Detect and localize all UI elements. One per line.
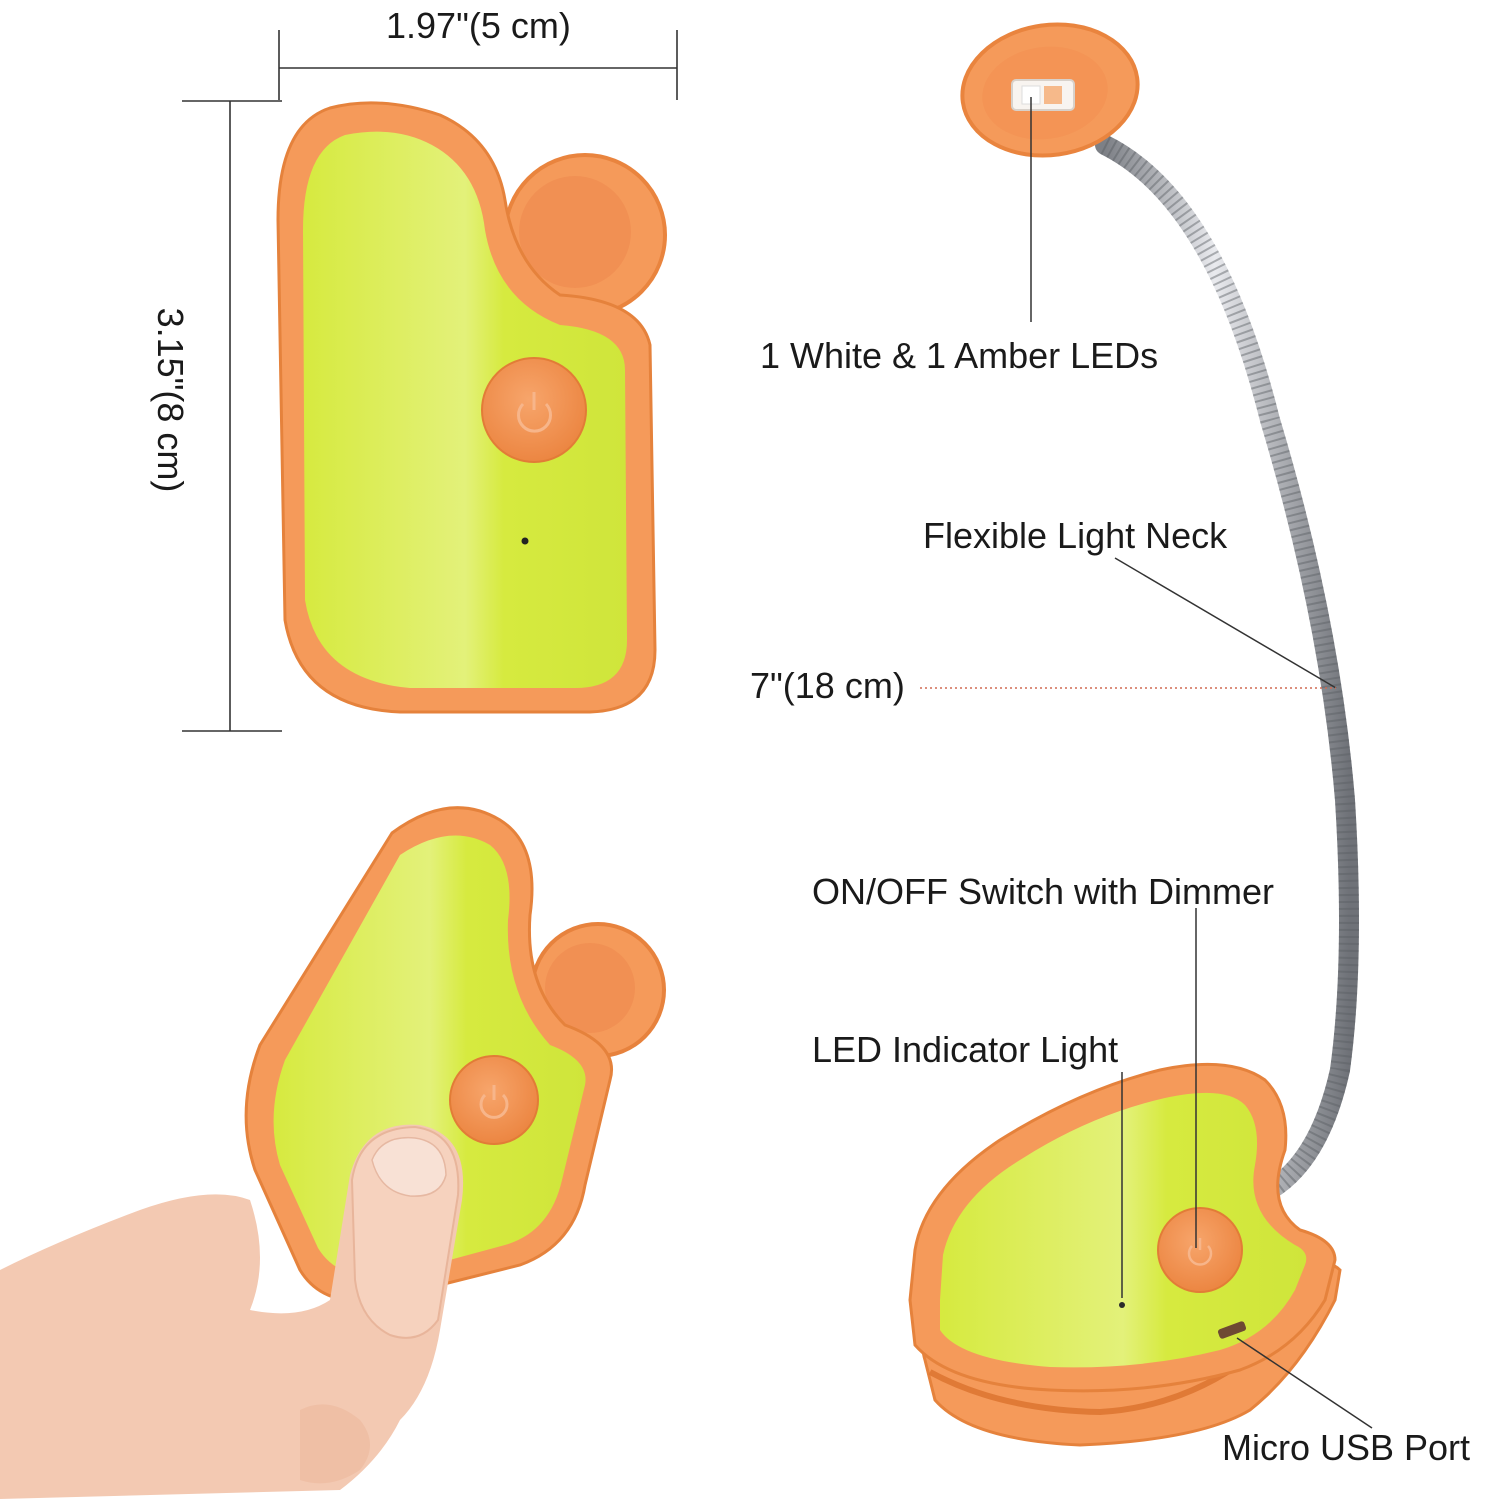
leds-callout-label: 1 White & 1 Amber LEDs (760, 335, 1159, 376)
power-icon (1187, 1238, 1213, 1266)
clip-in-hand (0, 806, 666, 1499)
finger (300, 1404, 370, 1484)
indicator-callout-label: LED Indicator Light (812, 1029, 1119, 1070)
led-indicator-dot-front (521, 537, 529, 545)
power-icon (517, 392, 552, 433)
usb-leader (1236, 1337, 1373, 1429)
callout-lines (1030, 97, 1373, 1429)
lamp-side-view (908, 22, 1359, 1447)
neck-leader (1114, 557, 1337, 689)
gooseneck (1095, 135, 1359, 1200)
clip-front-view (276, 101, 667, 714)
height-dimension-label: 3.15"(8 cm) (150, 307, 191, 493)
neck-length-label: 7"(18 cm) (750, 665, 905, 706)
thumbnail (371, 1136, 447, 1197)
hand (0, 1124, 464, 1499)
usb-callout-label: Micro USB Port (1222, 1427, 1471, 1468)
clip-green-panel (303, 131, 627, 688)
clip-green-panel-angled (273, 835, 586, 1277)
width-dimension-line (278, 30, 678, 100)
width-dimension-label: 1.97"(5 cm) (386, 5, 571, 46)
micro-usb-port (1217, 1321, 1247, 1339)
clip-green-panel-base (940, 1092, 1307, 1368)
height-dimension-line (182, 100, 282, 732)
amber-led (1044, 86, 1062, 104)
power-icon (479, 1085, 509, 1119)
switch-callout-label: ON/OFF Switch with Dimmer (812, 871, 1275, 912)
led-indicator-dot-base (1119, 1302, 1125, 1308)
neck-callout-label: Flexible Light Neck (923, 515, 1228, 556)
led-window (1011, 79, 1075, 111)
